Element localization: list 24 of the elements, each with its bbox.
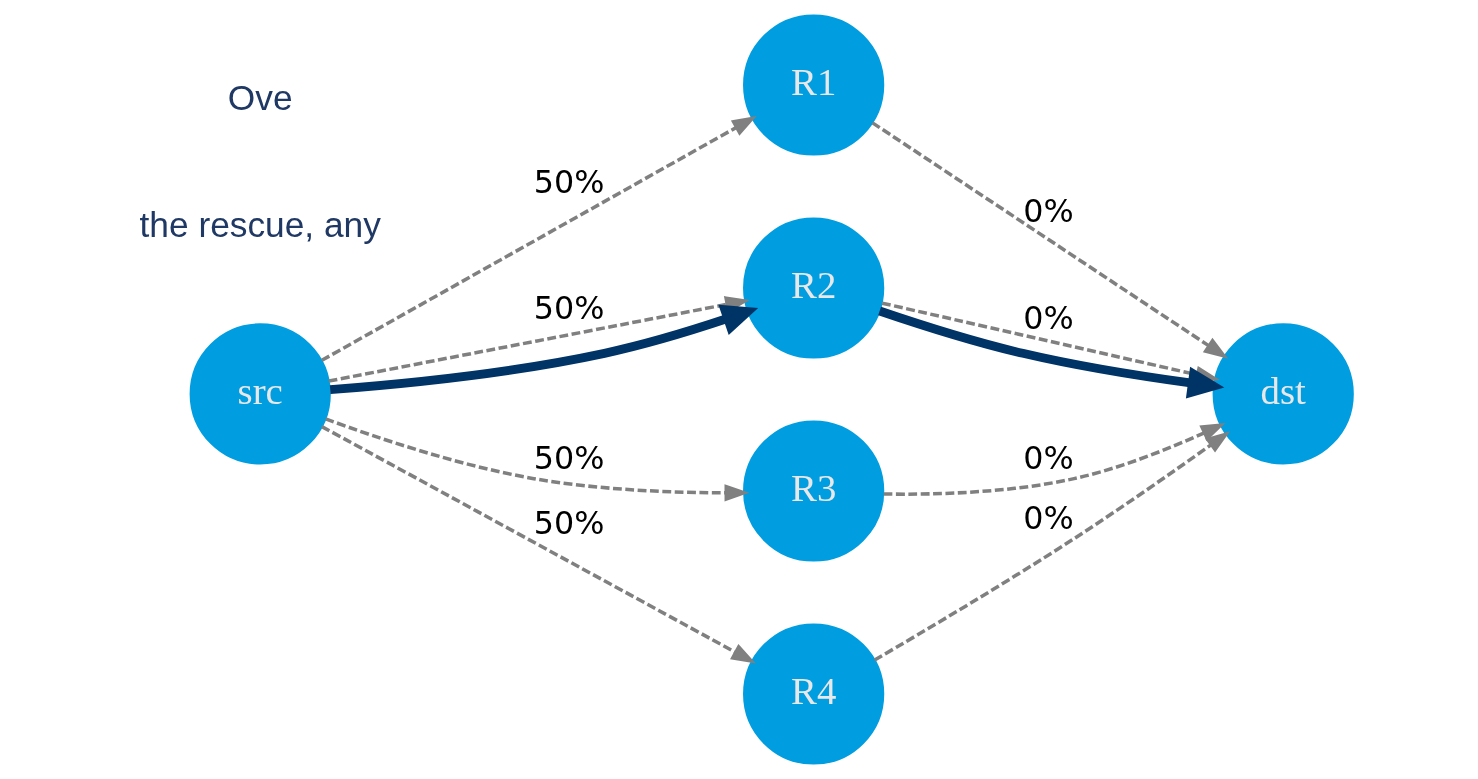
label: Ove xyxy=(227,77,293,117)
edge-label: 0% xyxy=(1022,192,1074,229)
label: the rescue, any xyxy=(139,204,381,244)
arrow xyxy=(873,431,1230,662)
node-circle: R2 xyxy=(742,217,884,359)
edge-label: 50% xyxy=(533,439,604,476)
arrow xyxy=(324,417,749,502)
node-circle: dst xyxy=(1212,323,1354,465)
arrow xyxy=(883,422,1225,496)
edge-label: 50% xyxy=(533,164,604,201)
arrow xyxy=(871,121,1228,359)
node-circle: R4 xyxy=(742,623,884,765)
arrow xyxy=(877,306,1224,399)
edge-label: 0% xyxy=(1022,300,1074,337)
edge-label: 0% xyxy=(1022,499,1074,536)
edge-label: 0% xyxy=(1022,439,1074,476)
node-circle: R1 xyxy=(742,14,884,156)
edge-label: 50% xyxy=(533,289,604,326)
edge-label: 50% xyxy=(533,505,604,542)
node-circle: src xyxy=(189,323,331,465)
arrow xyxy=(329,304,758,394)
arrow xyxy=(320,425,756,664)
node-circle: R3 xyxy=(742,420,884,562)
arrow xyxy=(320,116,757,362)
